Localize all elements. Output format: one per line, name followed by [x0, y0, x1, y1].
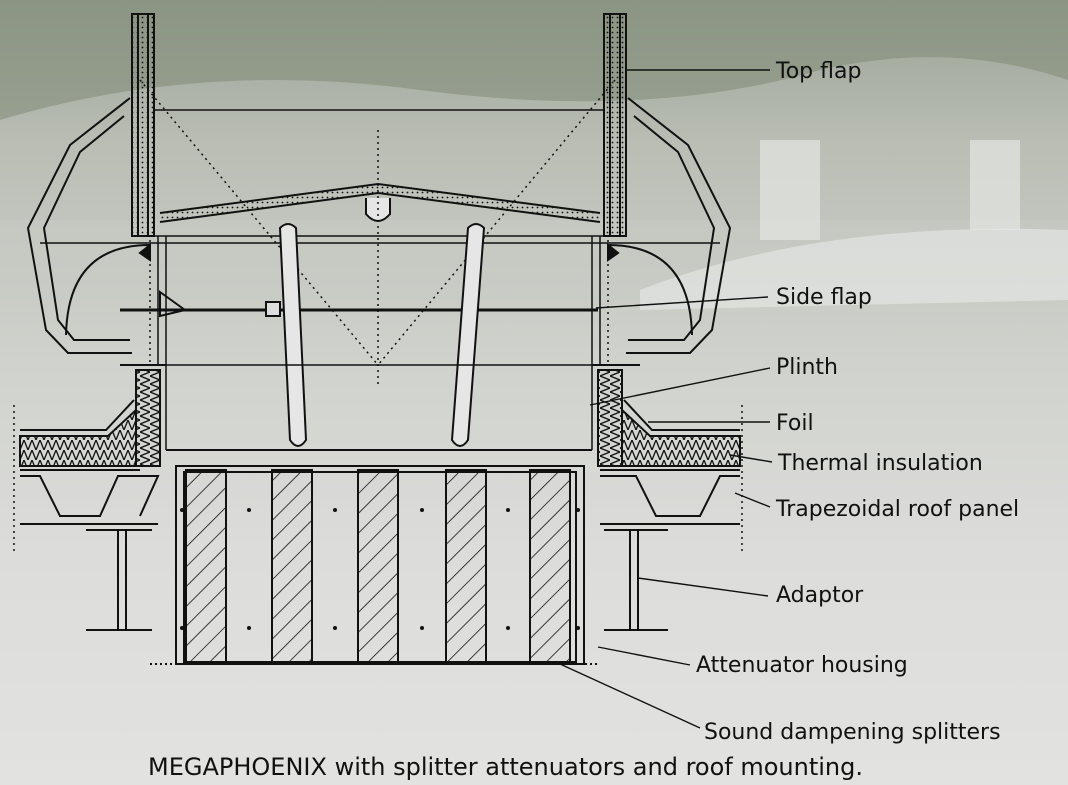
trapezoidal-roof-panel [20, 469, 740, 525]
flap-arms [278, 223, 486, 447]
label-thermal-insulation: Thermal insulation [777, 451, 983, 476]
label-side-flap: Side flap [776, 285, 872, 310]
top-flap-right [603, 13, 627, 237]
label-sound-dampening-splitters: Sound dampening splitters [704, 720, 1001, 745]
side-housing-right [607, 97, 732, 354]
thermal-insulation [19, 399, 741, 467]
top-flap-left [131, 13, 155, 237]
leader-lines [559, 69, 773, 729]
sound-dampening-splitters [185, 469, 571, 663]
caption: MEGAPHOENIX with splitter attenuators an… [148, 753, 863, 781]
label-adaptor: Adaptor [776, 583, 864, 608]
side-housing-left [26, 97, 151, 354]
label-plinth: Plinth [776, 355, 838, 380]
roof-ridge [159, 182, 601, 223]
label-attenuator-housing: Attenuator housing [696, 653, 908, 678]
plinth [120, 364, 640, 467]
label-trapezoidal-roof-panel: Trapezoidal roof panel [775, 497, 1019, 522]
label-top-flap: Top flap [775, 59, 861, 84]
adaptor [86, 529, 668, 631]
label-foil: Foil [776, 411, 814, 436]
